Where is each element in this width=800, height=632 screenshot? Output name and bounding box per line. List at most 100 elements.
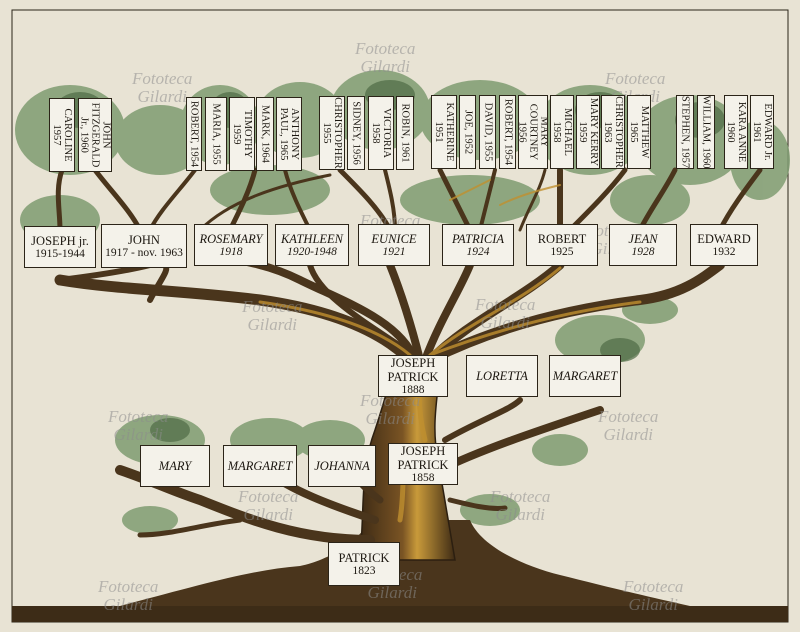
person-date: 1928 [631,245,655,258]
person-gen4: KATHLEEN 1920-1948 [275,224,349,266]
person-gen3: LORETTA [466,355,538,397]
person-date: 1955 [321,122,332,144]
person-date: 1888 [401,383,425,396]
person-name: SIDNEY, 1956 [350,101,362,165]
person-gen5: ROBERT, 1954 [499,95,516,169]
person-name: EDWARD Jr. [762,103,774,161]
person-date: 1959 [231,123,242,145]
person-date: 1963 [602,121,613,143]
person-date: 1960 [725,121,736,143]
person-name: MARY KERRY [588,97,600,167]
person-date: 1958 [370,122,381,144]
person-gen5: ROBERT, 1954 [186,97,202,171]
person-name: PATRICK [338,550,390,565]
person-gen4: JEAN 1928 [609,224,677,266]
person-name: ROBIN, 1961 [399,103,411,163]
person-date: 1918 [219,245,243,258]
person-gen5: DAVID, 1955 [479,95,496,169]
person-date: PAUL, 1965 [278,107,289,161]
person-date: 1924 [466,245,490,258]
person-name: JOHN [100,121,112,149]
person-gen4: ROBERT 1925 [526,224,598,266]
person-name: MICHAEL [562,108,574,156]
person-date: 1958 [551,121,562,143]
person-name: JEAN [628,231,658,246]
person-gen5: EDWARD Jr.1961 [750,95,774,169]
person-date: 1932 [712,245,736,258]
person-gen5: MARK, 1964 [256,97,274,171]
person-date: 1959 [577,121,588,143]
person-gen2: JOHANNA [308,445,376,487]
person-name: MARY [158,459,192,473]
person-name: JOHN [128,232,160,247]
person-date: 1920-1948 [287,245,337,258]
person-name: FITZGERALD [89,102,101,168]
person-name: ROBERT, 1954 [188,100,200,168]
person-name: ANTHONY [289,108,301,160]
person-gen4: EUNICE 1921 [358,224,430,266]
person-name: STEPHEN, 1957 [679,95,691,169]
person-gen5: ROBIN, 1961 [396,96,414,170]
person-gen5: MARIA, 1955 [205,97,227,171]
person-date: 1915-1944 [35,247,85,260]
person-name: EUNICE [371,231,417,246]
person-name: CHRISTOPHER [613,96,625,168]
person-name: ROBERT, 1954 [502,98,514,166]
person-date: 1961 [751,121,762,143]
person-gen5: WILLIAM, 1960 [697,95,715,169]
person-name: KATHLEEN [280,231,344,246]
person-gen4: JOSEPH jr. 1915-1944 [24,226,96,268]
person-name: CAROLINE [62,108,74,162]
person-name: MARK, 1964 [259,105,271,163]
person-name: KATHERINE [444,102,456,162]
person-name: VICTORIA [381,108,393,158]
person-gen4: PATRICIA 1924 [442,224,514,266]
person-name: JOSEPH jr. [31,233,89,248]
person-date: 1957 [51,124,62,146]
person-date: 1951 [433,121,444,143]
person-name: MARIA, 1955 [210,103,222,165]
person-gen4: EDWARD 1932 [690,224,758,266]
person-name: TIMOTHY [242,109,254,159]
person-name: JOSEPH PATRICK [397,443,449,472]
person-date: 1956 [518,121,528,143]
person-name: MATTHEW [639,105,651,159]
person-name: MARGARET [227,459,293,473]
person-gen4: ROSEMARY 1918 [194,224,268,266]
person-name: DAVID, 1955 [482,102,494,162]
person-name: JOE, 1952 [462,109,474,155]
person-name: CHRISTOPHER [332,97,344,169]
person-name: COURTNEY [527,103,539,161]
person-gen3: MARGARET [549,355,621,397]
person-name: JOSEPH PATRICK [387,355,439,384]
person-date: 1917 - nov. 1963 [105,246,183,259]
person-name: WILLIAM, 1960 [700,95,712,169]
person-name: KARA ANNE [736,101,748,163]
ground [12,606,788,622]
person-date: 1921 [382,245,406,258]
person-name: ROSEMARY [199,231,263,246]
person-name: MARGARET [552,369,618,383]
person-date: 1965 [628,121,639,143]
person-name: JOHANNA [314,459,370,473]
person-gen2: MARY [140,445,210,487]
person-gen3: JOSEPH PATRICK 1888 [378,355,448,397]
person-name: ROBERT [537,231,587,246]
person-date: Jr., 1960 [78,117,90,153]
person-gen2: JOSEPH PATRICK 1858 [388,443,458,485]
person-root: PATRICK 1823 [328,542,400,586]
person-date: 1858 [411,471,435,484]
